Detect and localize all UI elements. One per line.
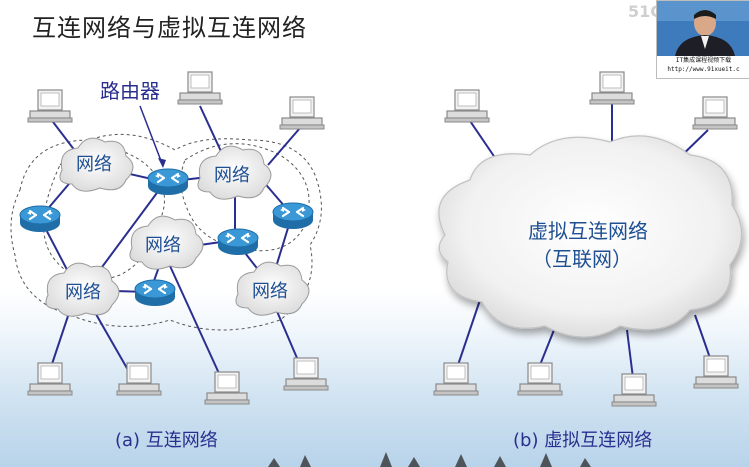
presenter-caption-2: http://www.91xueit.c [667, 66, 740, 73]
network-label-3: 网络 [145, 235, 181, 256]
computer-icon [279, 96, 325, 130]
computer-icon [444, 89, 490, 123]
router-icon [271, 201, 315, 231]
computer-icon [283, 357, 329, 391]
network-label-5: 网络 [252, 281, 288, 302]
router-callout-label: 路由器 [100, 79, 160, 103]
diagram-b-virtual-internetwork: 虚拟互连网络 （互联网） (b) 虚拟互连网络 [433, 71, 743, 451]
network-cloud-3: 网络 [129, 215, 204, 270]
router-icon [146, 167, 190, 197]
presenter-video [657, 1, 749, 56]
computer-icon [589, 71, 635, 105]
internet-label: （互联网） [532, 247, 632, 271]
router-icon [133, 278, 177, 308]
computer-icon [433, 362, 479, 396]
network-label-4: 网络 [65, 282, 101, 303]
computer-icon [27, 89, 73, 123]
presenter-silhouette [657, 1, 749, 56]
decorative-crowd [268, 452, 591, 467]
network-label-2: 网络 [214, 165, 250, 186]
computer-icon [693, 355, 739, 389]
virtual-network-label: 虚拟互连网络 [528, 219, 648, 243]
computer-icon [204, 371, 250, 405]
presenter-caption-1: IT集成课程视频下载 [675, 57, 732, 64]
router-callout-arrow [139, 105, 166, 168]
network-cloud-5: 网络 [235, 261, 310, 316]
computer-icon [116, 362, 162, 396]
network-cloud-2: 网络 [197, 145, 272, 200]
network-cloud-4: 网络 [45, 262, 120, 317]
computer-icon [611, 373, 657, 407]
slide-title: 互连网络与虚拟互连网络 [32, 14, 307, 42]
computer-icon [692, 96, 738, 130]
computer-icon [27, 362, 73, 396]
diagram-a-internetwork: 网络 网络 网络 网络 网络 路由器 [10, 71, 329, 451]
computer-icon [177, 71, 223, 105]
router-icon [18, 204, 62, 234]
virtual-internet-cloud [438, 135, 743, 338]
presenter-video-thumbnail: IT集成课程视频下载 http://www.91xueit.c [656, 0, 749, 79]
caption-virtual-internetwork: (b) 虚拟互连网络 [513, 430, 652, 451]
network-label-1: 网络 [76, 154, 112, 175]
network-cloud-1: 网络 [59, 137, 134, 192]
computer-icon [517, 362, 563, 396]
router-icon [216, 227, 260, 257]
caption-internetwork: (a) 互连网络 [115, 430, 218, 451]
